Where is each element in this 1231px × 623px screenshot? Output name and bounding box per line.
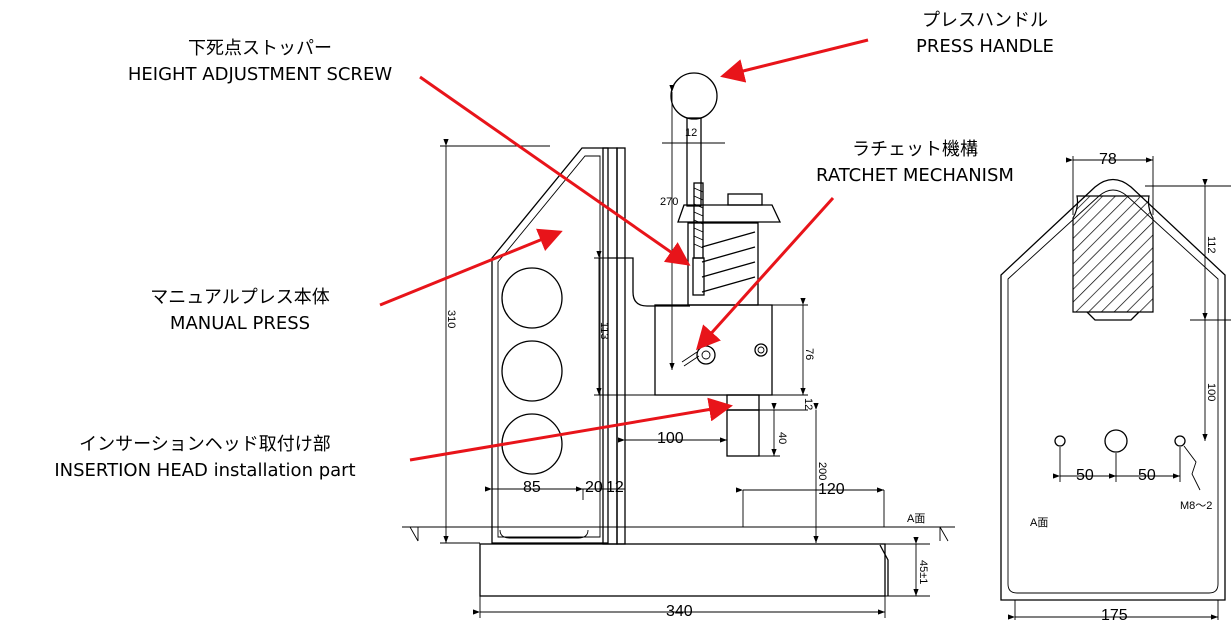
- callout-ratchet: ラチェット機構 RATCHET MECHANISM: [770, 137, 1060, 189]
- dim-bolt-spec: M8～2: [1180, 500, 1212, 512]
- bolt-hole-left: [1054, 435, 1066, 447]
- center-hole: [1104, 429, 1128, 453]
- callout-manual-press-jp: マニュアルプレス本体: [150, 287, 330, 308]
- callout-insertion-head: インサーションヘッド取付け部 INSERTION HEAD installati…: [0, 432, 410, 484]
- face-label-side: A面: [907, 513, 925, 525]
- side-dimensions: 310 270 12 113 76 12 40 200 100: [440, 84, 930, 620]
- callout-press-handle-jp: プレスハンドル: [922, 10, 1048, 31]
- dim-hole-pitch-right: 50: [1138, 467, 1156, 484]
- callout-insertion-head-en: INSERTION HEAD installation part: [54, 460, 356, 481]
- plan-dimensions: 78 112 100 50 50 M8～2 175: [1007, 151, 1231, 623]
- dim-hole-spacing: 100: [1205, 383, 1217, 401]
- callout-press-handle-en: PRESS HANDLE: [916, 36, 1054, 57]
- tool-collar: [726, 394, 760, 411]
- cap-collar: [677, 204, 782, 223]
- dim-base-plate-width: 175: [1101, 607, 1128, 623]
- dim-top-height: 112: [1205, 236, 1217, 254]
- callout-press-handle: プレスハンドル PRESS HANDLE: [870, 8, 1100, 60]
- dim-handle-width: 12: [685, 127, 697, 139]
- dim-plate-thickness: 20: [585, 479, 603, 496]
- callout-height-screw-jp: 下死点ストッパー: [188, 38, 332, 59]
- bolt-hole-right: [1174, 435, 1186, 447]
- callout-insertion-head-jp: インサーションヘッド取付け部: [79, 434, 331, 455]
- plan-view: A面: [1000, 178, 1226, 601]
- dim-frame-height: 113: [598, 322, 610, 340]
- dim-throat-depth: 100: [657, 430, 684, 447]
- head-screw: [754, 343, 768, 357]
- handle-shaft: [686, 117, 702, 207]
- dim-column-width: 85: [523, 479, 541, 496]
- tool-holder: [726, 409, 760, 457]
- dim-tool-height: 40: [776, 432, 788, 444]
- callout-manual-press: マニュアルプレス本体 MANUAL PRESS: [95, 285, 385, 337]
- callout-manual-press-en: MANUAL PRESS: [169, 313, 311, 334]
- callout-height-screw-en: HEIGHT ADJUSTMENT SCREW: [127, 64, 393, 85]
- dim-head-height: 76: [803, 348, 815, 360]
- dim-overall-height: 310: [445, 310, 457, 328]
- dim-hole-pitch-left: 50: [1076, 467, 1094, 484]
- handle-knob: [670, 72, 718, 120]
- dim-top-width: 78: [1099, 151, 1117, 168]
- press-base: [479, 543, 886, 597]
- dim-gap: 12: [802, 398, 814, 410]
- ratchet-pivot: [696, 345, 716, 365]
- dim-table-depth: 120: [818, 481, 845, 498]
- column-plate-back: [616, 147, 626, 545]
- arrow-press-handle: [720, 38, 869, 83]
- upper-bracket: [608, 257, 690, 307]
- dim-base-width: 340: [666, 603, 693, 620]
- base-chamfer: [879, 544, 889, 596]
- callout-ratchet-jp: ラチェット機構: [852, 139, 978, 160]
- column-section: [1072, 195, 1154, 313]
- frame-hole-top: [501, 267, 563, 329]
- arrow-manual-press: [379, 228, 563, 307]
- callout-arrows: [379, 38, 869, 462]
- face-label-plan: A面: [1030, 517, 1048, 529]
- spring-coils: [701, 231, 756, 293]
- dim-base-height: 45±1: [917, 560, 929, 584]
- frame-hole-middle: [501, 340, 563, 402]
- plan-base-outline: [1000, 178, 1226, 601]
- dim-plate-gap: 12: [606, 479, 624, 496]
- callout-ratchet-en: RATCHET MECHANISM: [816, 165, 1014, 186]
- callout-height-screw: 下死点ストッパー HEIGHT ADJUSTMENT SCREW: [100, 36, 420, 88]
- arrow-height-screw: [419, 75, 691, 266]
- dim-throat-height: 200: [816, 462, 828, 480]
- dim-handle-stroke: 270: [660, 196, 678, 208]
- arrow-insertion-head: [409, 397, 733, 462]
- arrow-ratchet: [695, 196, 835, 351]
